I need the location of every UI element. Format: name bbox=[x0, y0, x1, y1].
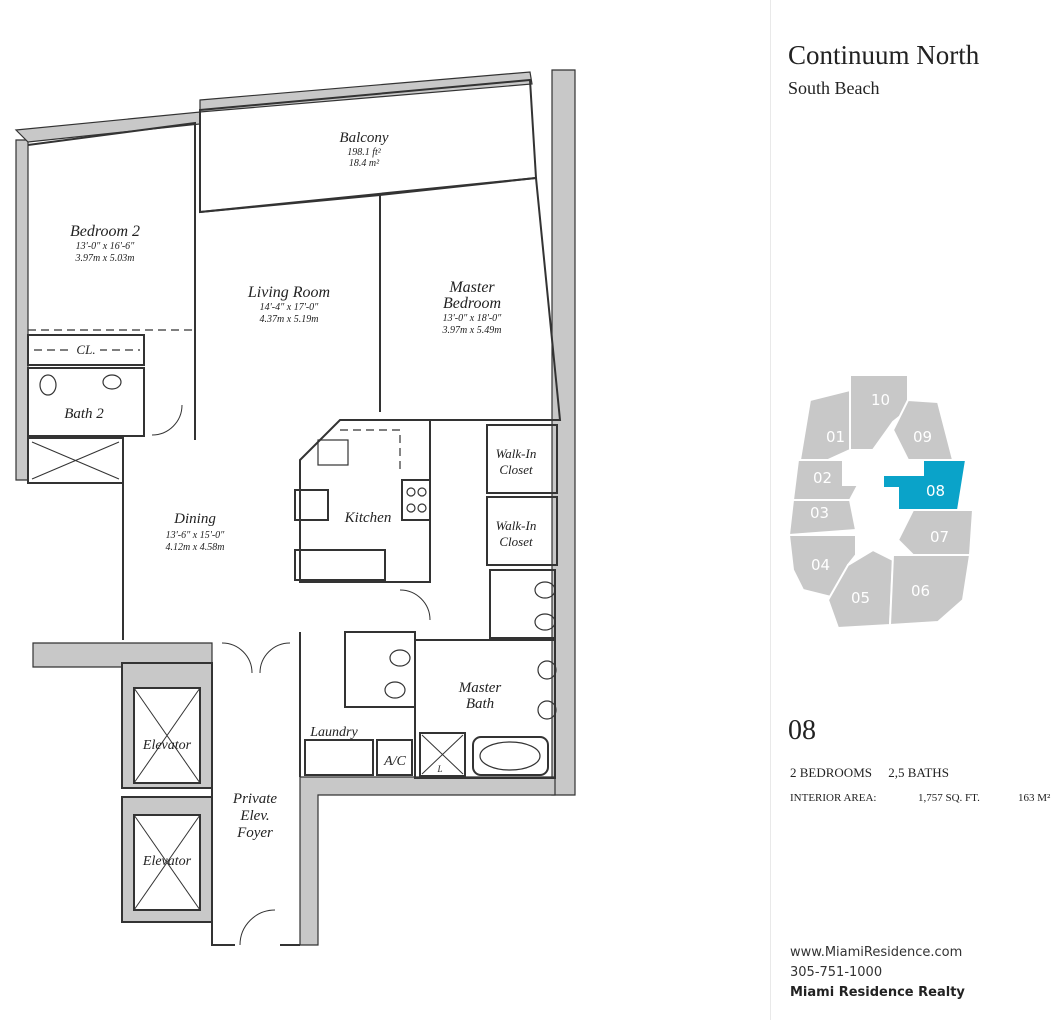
master-walls bbox=[379, 176, 562, 421]
area-sqft: 1,757 SQ. FT. bbox=[918, 792, 980, 804]
laundry-label: Laundry bbox=[309, 725, 358, 740]
dining-ft: 13'-6" x 15'-0" bbox=[166, 530, 226, 541]
walkin2-label2: Closet bbox=[499, 534, 533, 549]
balcony-ft: 198.1 ft² bbox=[347, 147, 382, 158]
unit-06 bbox=[888, 554, 972, 627]
website-link[interactable]: www.MiamiResidence.com bbox=[790, 945, 963, 960]
ac-label: A/C bbox=[383, 754, 406, 769]
linen-label: L bbox=[436, 764, 442, 774]
walkin1-label2: Closet bbox=[499, 462, 533, 477]
bedroom2-ft: 13'-0" x 16'-6" bbox=[76, 241, 136, 252]
baths-count: 2,5 BATHS bbox=[888, 765, 949, 780]
building-name: Continuum North bbox=[788, 40, 980, 70]
unit-03 bbox=[788, 499, 858, 537]
bedroom2-label: Bedroom 2 bbox=[70, 223, 140, 240]
kitchen-label: Kitchen bbox=[344, 510, 392, 526]
unit-number: 08 bbox=[788, 715, 816, 746]
dining-m: 4.12m x 4.58m bbox=[166, 542, 225, 553]
west-wall-top bbox=[15, 139, 29, 481]
key-plan: 10 01 09 02 08 03 07 04 05 06 bbox=[788, 374, 975, 630]
north-wall bbox=[14, 111, 201, 143]
kitchen-walls bbox=[299, 419, 431, 583]
master-bed-ft: 13'-0" x 18'-0" bbox=[443, 313, 503, 324]
keyplan-label-02: 02 bbox=[813, 469, 832, 487]
keyplan-label-03: 03 bbox=[810, 504, 829, 522]
master-bath-label1: Master bbox=[458, 680, 502, 696]
balcony-m: 18.4 m² bbox=[349, 158, 380, 169]
bedrooms-count: 2 BEDROOMS bbox=[790, 765, 872, 780]
foyer-label2: Elev. bbox=[239, 808, 269, 824]
area-m2: 163 M² bbox=[1018, 792, 1051, 804]
contact-block: www.MiamiResidence.com 305-751-1000 Miam… bbox=[790, 943, 965, 1003]
walkin2-label1: Walk-In bbox=[496, 518, 537, 533]
keyplan-label-05: 05 bbox=[851, 589, 870, 607]
area-label: INTERIOR AREA: bbox=[790, 792, 877, 804]
master-bed-label1: Master bbox=[448, 279, 495, 296]
unit-01 bbox=[798, 388, 851, 461]
keyplan-label-07: 07 bbox=[930, 528, 949, 546]
unit-rooms: 2 BEDROOMS 2,5 BATHS bbox=[790, 765, 949, 781]
keyplan-label-10: 10 bbox=[871, 391, 890, 409]
bath2-label: Bath 2 bbox=[64, 406, 104, 422]
living-label: Living Room bbox=[247, 284, 330, 301]
laundry-wall-bottom bbox=[299, 776, 556, 946]
info-panel: Continuum North South Beach 10 01 09 02 … bbox=[788, 0, 1053, 1020]
foyer-label3: Foyer bbox=[236, 825, 273, 841]
phone-number[interactable]: 305-751-1000 bbox=[790, 965, 883, 980]
closet-label: CL. bbox=[76, 342, 95, 357]
master-bath-label2: Bath bbox=[466, 696, 494, 712]
living-m: 4.37m x 5.19m bbox=[260, 314, 319, 325]
company-name: Miami Residence Realty bbox=[790, 985, 965, 1000]
keyplan-label-06: 06 bbox=[911, 582, 930, 600]
floor-plan: Balcony 198.1 ft² 18.4 m² Bedroom 2 13'-… bbox=[14, 69, 576, 946]
elevator2-label: Elevator bbox=[142, 854, 192, 869]
master-bed-m: 3.97m x 5.49m bbox=[442, 325, 502, 336]
bedroom2-walls bbox=[27, 121, 196, 440]
keyplan-label-09: 09 bbox=[913, 428, 932, 446]
master-bed-label2: Bedroom bbox=[443, 295, 501, 312]
foyer-label1: Private bbox=[232, 791, 277, 807]
bedroom2-m: 3.97m x 5.03m bbox=[75, 253, 135, 264]
elevator1-label: Elevator bbox=[142, 738, 192, 753]
living-ft: 14'-4" x 17'-0" bbox=[260, 302, 320, 313]
dining-label: Dining bbox=[173, 511, 216, 527]
unit-08 bbox=[882, 459, 968, 511]
keyplan-label-08: 08 bbox=[926, 482, 945, 500]
keyplan-label-04: 04 bbox=[811, 556, 830, 574]
east-wall bbox=[551, 69, 576, 796]
balcony-label: Balcony bbox=[339, 130, 388, 146]
keyplan-label-01: 01 bbox=[826, 428, 845, 446]
panel-divider bbox=[770, 0, 771, 1020]
walkin1-label1: Walk-In bbox=[496, 446, 537, 461]
building-location: South Beach bbox=[788, 78, 880, 98]
